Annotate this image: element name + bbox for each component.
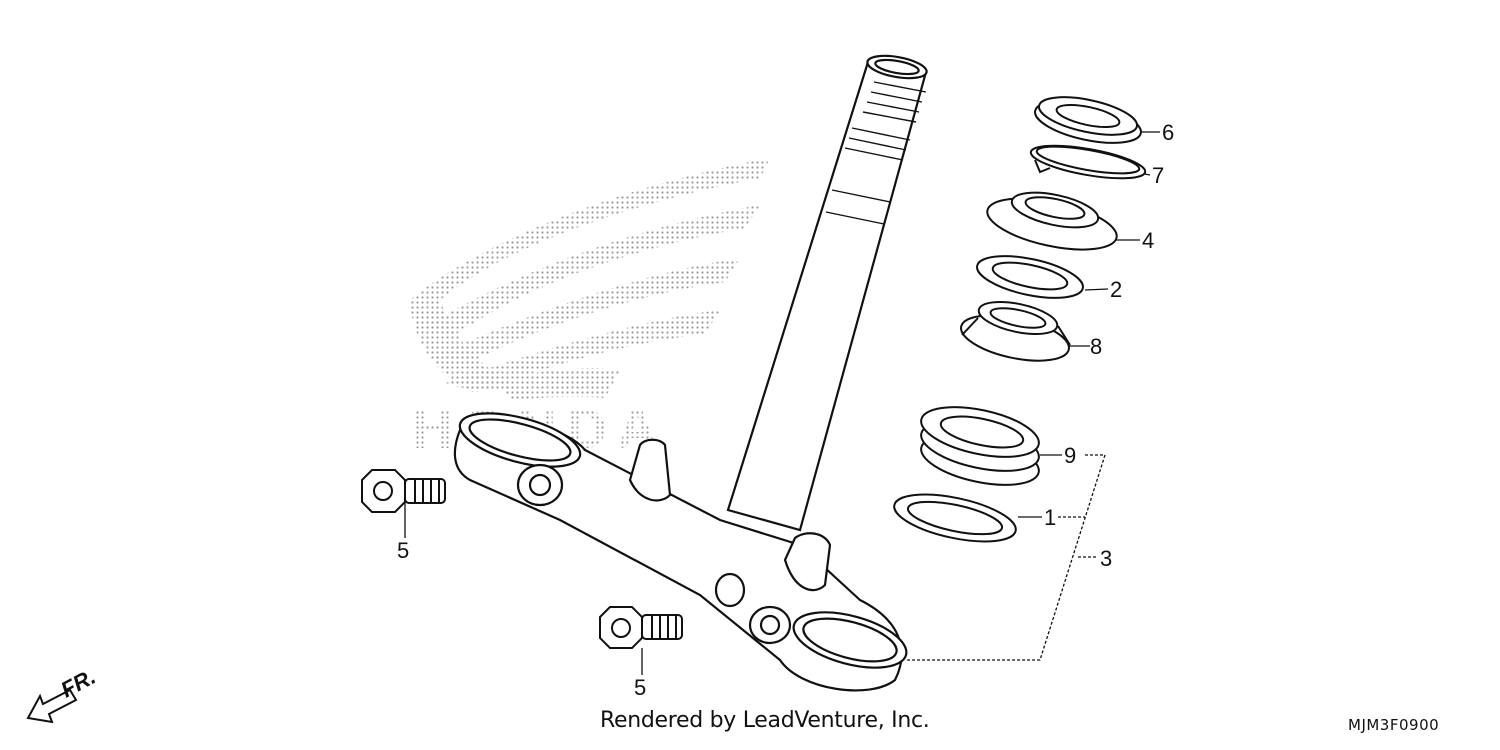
callout-7: 7 xyxy=(1152,163,1164,188)
upper-bearing xyxy=(960,300,1071,362)
leader-lines xyxy=(404,131,1160,675)
callout-4: 4 xyxy=(1142,228,1154,253)
honda-wing-watermark xyxy=(410,158,770,400)
footer-credit: Rendered by LeadVenture, Inc. xyxy=(600,708,930,733)
callout-5-left: 5 xyxy=(397,538,409,563)
lower-bearing xyxy=(920,406,1040,486)
lock-washer xyxy=(1029,144,1147,180)
callout-5-bottom: 5 xyxy=(634,675,646,700)
front-direction-arrow-icon: FR. xyxy=(26,664,100,724)
lock-nut xyxy=(1034,96,1142,144)
diagram-code: MJM3F0900 xyxy=(1348,716,1440,734)
callout-3: 3 xyxy=(1100,546,1112,571)
bolt-left xyxy=(361,469,446,513)
lower-dust-seal xyxy=(893,493,1017,543)
bolt-bottom xyxy=(599,606,683,649)
steering-stem xyxy=(726,54,928,532)
lower-triple-clamp xyxy=(453,412,908,692)
callout-8: 8 xyxy=(1090,334,1102,359)
callout-6: 6 xyxy=(1162,120,1174,145)
callout-1: 1 xyxy=(1044,505,1056,530)
dust-seal xyxy=(976,255,1084,299)
adjusting-nut xyxy=(986,191,1118,251)
callout-2: 2 xyxy=(1110,277,1122,302)
callout-9: 9 xyxy=(1064,443,1076,468)
